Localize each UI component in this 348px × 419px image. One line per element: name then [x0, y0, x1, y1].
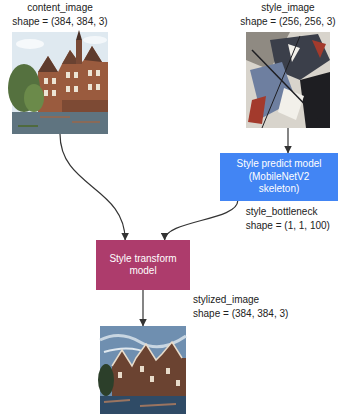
illustration-shape: [16, 39, 44, 49]
box-label: Style predict model (MobileNetV2 skeleto…: [223, 158, 335, 196]
illustration-shape: [62, 100, 108, 112]
shape-label: shape = (384, 384, 3): [193, 307, 288, 321]
illustration-shape: [18, 125, 38, 127]
illustration-shape: [76, 40, 82, 64]
flow-arrow: [60, 134, 125, 240]
illustration-shape: [88, 84, 92, 90]
caption-group: content_imageshape = (384, 384, 3): [12, 1, 107, 28]
illustration-shape: [84, 46, 102, 62]
illustration-shape: [83, 36, 107, 44]
edge-label: style_bottleneck shape = (1, 1, 100): [246, 205, 338, 232]
style-painting: [246, 32, 330, 128]
illustration-shape: [248, 96, 266, 124]
shape-label: shape = (256, 256, 3): [240, 15, 335, 29]
illustration-shape: [66, 86, 70, 92]
illustration-shape: [38, 46, 108, 112]
illustration-shape: [246, 32, 330, 128]
illustration-shape: [312, 40, 326, 58]
illustration-shape: [252, 50, 320, 120]
caption-group: style_imageshape = (256, 256, 3): [240, 1, 335, 28]
illustration-shape: [104, 400, 176, 406]
content-photo: [8, 30, 108, 134]
illustration-shape: [74, 72, 78, 78]
illustration-shape: [112, 342, 182, 366]
shape-label: shape = (384, 384, 3): [12, 15, 107, 29]
illustration-shape: [12, 112, 108, 134]
illustration-shape: [150, 376, 154, 382]
image-name: style_image: [240, 1, 335, 15]
illustration-shape: [166, 368, 170, 374]
illustration-shape: [96, 70, 100, 76]
flow-arrow: [165, 201, 238, 240]
illustration-shape: [38, 56, 58, 72]
flow-arrow: [287, 128, 288, 153]
flow-arrow: [142, 290, 143, 326]
illustration-shape: [66, 72, 70, 78]
stylized-picture: [98, 326, 186, 414]
illustration-shape: [176, 380, 180, 386]
illustration-shape: [278, 88, 304, 120]
caption-group: stylized_imageshape = (384, 384, 3): [193, 293, 288, 320]
image-name: stylized_image: [193, 293, 288, 307]
box-label: Style transform model: [96, 253, 190, 278]
illustration-shape: [88, 70, 92, 76]
illustration-shape: [40, 116, 70, 118]
image-frame: content_imageshape = (384, 384, 3): [12, 32, 108, 134]
illustration-shape: [52, 78, 56, 84]
illustration-shape: [24, 84, 44, 112]
image-name: content_image: [12, 1, 107, 15]
illustration-shape: [100, 396, 186, 414]
illustration-shape: [100, 326, 186, 414]
illustration-shape: [44, 78, 48, 84]
process-box: Style transform model: [96, 240, 190, 290]
illustration-shape: [288, 44, 300, 62]
illustration-shape: [140, 366, 144, 372]
illustration-shape: [44, 90, 48, 96]
image-frame: stylized_imageshape = (384, 384, 3): [100, 326, 186, 414]
illustration-shape: [72, 121, 100, 123]
illustration-shape: [76, 30, 82, 40]
illustration-shape: [262, 36, 300, 128]
illustration-shape: [118, 372, 122, 378]
illustration-shape: [300, 72, 330, 128]
illustration-shape: [96, 84, 100, 90]
image-frame: style_imageshape = (256, 256, 3): [246, 32, 330, 128]
process-box: Style predict model (MobileNetV2 skeleto…: [220, 153, 338, 201]
illustration-shape: [74, 86, 78, 92]
illustration-shape: [98, 364, 114, 396]
illustration-shape: [112, 342, 186, 396]
illustration-shape: [52, 90, 56, 96]
